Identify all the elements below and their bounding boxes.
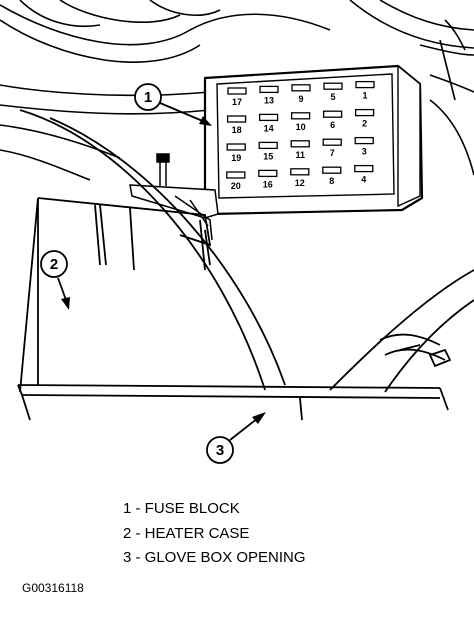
fuse-number-7: 7 (330, 148, 335, 158)
glove-box-opening (17, 384, 449, 421)
fuse-number-8: 8 (329, 176, 334, 186)
fuse-number-4: 4 (361, 175, 366, 185)
fuse-number-14: 14 (264, 123, 274, 133)
fuse-number-10: 10 (296, 122, 306, 132)
fuse-block-side (397, 64, 421, 208)
fuse-slot-14 (258, 113, 279, 122)
fuse-cells: 17 13 9 5 1 18 14 10 6 2 19 15 11 7 3 20 16 12 8 4 (226, 80, 375, 191)
fuse-slot-7 (322, 138, 342, 146)
fuse-slot-13 (259, 85, 279, 94)
callout-2-number: 2 (50, 256, 58, 273)
fuse-number-16: 16 (263, 179, 273, 189)
fuse-number-20: 20 (231, 181, 241, 191)
fuse-number-19: 19 (231, 153, 241, 163)
fuse-number-6: 6 (330, 120, 335, 130)
fuse-number-15: 15 (263, 151, 273, 161)
legend: 1 - FUSE BLOCK 2 - HEATER CASE 3 - GLOVE… (123, 497, 306, 571)
fuse-number-1: 1 (362, 91, 367, 101)
dash-pillar (19, 109, 286, 391)
legend-item-glove-box-opening: 3 - GLOVE BOX OPENING (123, 549, 306, 566)
fuse-block-inner-panel (216, 73, 395, 199)
figure-id: G00316118 (22, 581, 84, 595)
fuse-slot-9 (291, 84, 311, 92)
right-side-structure (329, 269, 474, 393)
legend-item-heater-case: 2 - HEATER CASE (123, 524, 250, 542)
fuse-number-2: 2 (362, 119, 367, 129)
fuse-slot-10 (290, 112, 311, 120)
callout-1: 1 (134, 83, 212, 126)
fuse-slot-6 (322, 110, 343, 118)
callout-3-number: 3 (216, 442, 224, 459)
fuse-slot-18 (226, 115, 247, 123)
callout-2: 2 (40, 250, 70, 310)
heater-case (19, 197, 212, 393)
callout-1-number: 1 (144, 89, 152, 106)
mounting-bracket (129, 153, 219, 241)
fuse-slot-11 (290, 140, 310, 148)
fuse-slot-2 (354, 108, 375, 117)
fuse-slot-12 (290, 168, 310, 176)
fuse-slot-20 (226, 171, 246, 179)
fuse-number-11: 11 (295, 150, 305, 160)
dash-wiring-background (0, 0, 474, 181)
fuse-number-9: 9 (298, 94, 303, 104)
fuse-slot-15 (258, 141, 278, 150)
fuse-number-17: 17 (232, 97, 242, 107)
fuse-number-5: 5 (330, 92, 335, 102)
fuse-slot-19 (226, 143, 246, 151)
fuse-slot-4 (354, 164, 374, 173)
fuse-slot-17 (227, 87, 247, 95)
fuse-number-12: 12 (295, 178, 305, 188)
fuse-block: 17 13 9 5 1 18 14 10 6 2 19 15 11 7 3 20 16 12 8 4 (203, 64, 424, 216)
fuse-slot-8 (322, 166, 342, 174)
fuse-slot-1 (355, 80, 375, 89)
fuse-number-18: 18 (232, 125, 242, 135)
fuse-slot-5 (323, 82, 343, 90)
callout-3: 3 (206, 412, 266, 464)
fuse-slot-3 (354, 136, 374, 145)
fuse-number-13: 13 (264, 95, 274, 105)
fuse-slot-16 (258, 169, 278, 178)
fuse-number-3: 3 (362, 147, 367, 157)
legend-item-fuse-block: 1 - FUSE BLOCK (123, 500, 240, 517)
